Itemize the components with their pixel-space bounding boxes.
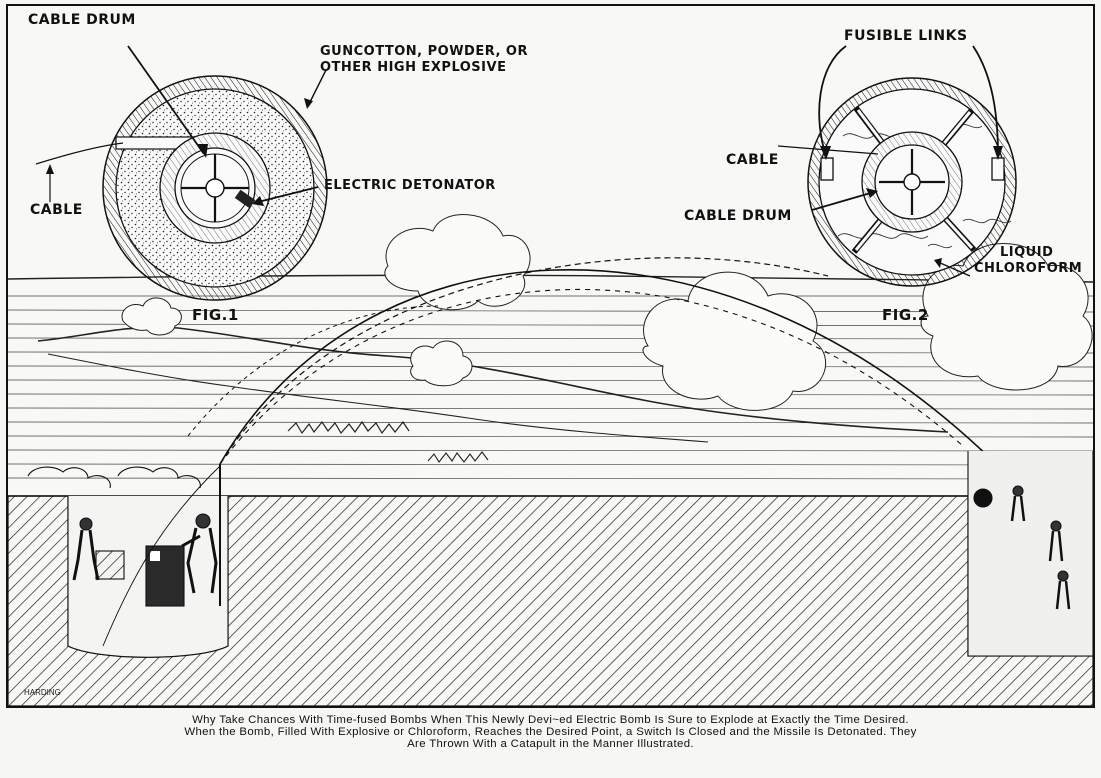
fig1-cable-drum-label: CABLE DRUM — [28, 12, 136, 28]
caption-line-2: When the Bomb, Filled With Explosive or … — [184, 726, 917, 738]
artist-signature: HARDING — [24, 688, 61, 697]
fig1-explosive-label-line2: OTHER HIGH EXPLOSIVE — [320, 60, 507, 75]
field-background — [8, 274, 1093, 480]
fig2-bomb-diagram — [777, 45, 1017, 287]
fig2-cable-drum-label: CABLE DRUM — [684, 208, 792, 224]
fig2-cable-label: CABLE — [726, 152, 779, 168]
fig1-detonator-label: ELECTRIC DETONATOR — [324, 178, 496, 193]
fig2-chloroform-label: CHLOROFORM — [974, 261, 1083, 276]
caption-line-1: Why Take Chances With Time-fused Bombs W… — [192, 714, 909, 726]
fig2-liquid-label: LIQUID — [1000, 245, 1054, 260]
fig1-caption-label: FIG.1 — [192, 306, 239, 324]
fig2-caption-label: FIG.2 — [882, 306, 929, 324]
explosion-clouds — [121, 214, 1093, 411]
fig2-fusible-links-label: FUSIBLE LINKS — [844, 28, 968, 44]
fig1-cable-label: CABLE — [30, 202, 83, 218]
left-dugout — [27, 464, 229, 658]
caption-line-3: Are Thrown With a Catapult in the Manner… — [407, 738, 694, 750]
image-caption: Why Take Chances With Time-fused Bombs W… — [6, 714, 1095, 750]
right-trench — [967, 451, 1093, 657]
fig1-explosive-label-line1: GUNCOTTON, POWDER, OR — [320, 44, 528, 59]
fig1-bomb-diagram — [35, 45, 328, 301]
trajectories — [187, 257, 994, 465]
illustration-frame: CABLE DRUM GUNCOTTON, POWDER, OR OTHER H… — [6, 4, 1095, 708]
bomb-illustration — [8, 45, 1093, 706]
